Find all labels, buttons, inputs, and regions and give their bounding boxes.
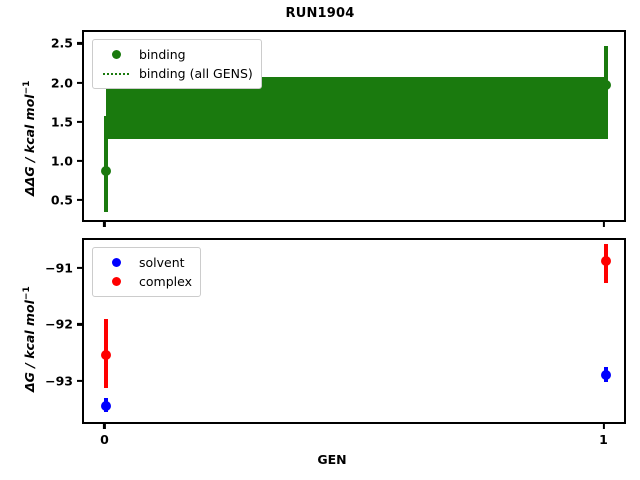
bottom-y-axis-label: ΔG / kcal mol−1 xyxy=(22,286,38,392)
top-y-tick-label: 1.5 xyxy=(50,114,73,130)
binding-error-bar xyxy=(603,46,608,140)
top-y-tick-mark xyxy=(77,81,82,84)
legend-dotted-line-icon xyxy=(103,72,129,75)
top-y-tick-label: 2.0 xyxy=(50,75,73,90)
x-axis-label: GEN xyxy=(317,452,347,467)
top-y-tick-label: 0.5 xyxy=(50,192,73,208)
legend-marker-icon xyxy=(111,258,121,267)
legend-key-line xyxy=(99,72,133,75)
legend-key-marker xyxy=(99,277,133,286)
complex-data-point xyxy=(600,256,611,267)
legend-marker-icon xyxy=(111,50,121,59)
legend-entry-label: binding (all GENS) xyxy=(139,66,253,81)
top-y-tick-mark xyxy=(77,120,82,123)
legend-entry-label: binding xyxy=(139,47,186,62)
legend-key-marker xyxy=(99,50,133,59)
top-y-tick-mark xyxy=(77,42,82,45)
top-y-tick-mark xyxy=(77,198,82,202)
binding-data-point xyxy=(600,79,611,90)
bottom-y-tick-label: −93 xyxy=(45,373,73,389)
figure-title: RUN1904 xyxy=(285,6,355,21)
top-y-tick-label: 1.0 xyxy=(50,153,73,169)
binding-error-bar xyxy=(104,115,109,213)
solvent-data-point xyxy=(600,369,611,380)
x-tick-label: 1 xyxy=(599,432,608,447)
solvent-data-point xyxy=(101,400,112,411)
legend-entry-label: solvent xyxy=(139,255,185,270)
legend-key-marker xyxy=(99,258,133,267)
top-y-tick-label: 2.5 xyxy=(50,35,73,51)
complex-data-point xyxy=(101,349,112,360)
bottom-legend-entry[interactable]: complex xyxy=(99,272,192,291)
bottom-y-tick-mark xyxy=(77,379,82,383)
top-legend-entry[interactable]: binding xyxy=(99,45,253,64)
top-y-axis-label: ΔΔG / kcal mol−1 xyxy=(22,80,38,196)
x-tick-mark-top xyxy=(103,222,106,227)
legend-marker-icon xyxy=(111,277,121,286)
bottom-y-tick-mark xyxy=(77,266,82,270)
bottom-plot-legend: solvent complex xyxy=(92,247,201,297)
top-plot-legend: binding binding (all GENS) xyxy=(92,39,262,89)
bottom-y-tick-mark xyxy=(77,323,82,326)
bottom-y-tick-label: −91 xyxy=(45,260,73,276)
bottom-y-tick-label: −92 xyxy=(45,316,73,332)
x-tick-mark-bottom xyxy=(103,424,106,429)
legend-entry-label: complex xyxy=(139,274,192,289)
top-y-tick-mark xyxy=(77,159,82,162)
x-tick-mark-top xyxy=(602,222,605,227)
x-tick-mark-bottom xyxy=(602,424,605,429)
x-tick-label: 0 xyxy=(100,432,109,447)
bottom-legend-entry[interactable]: solvent xyxy=(99,253,192,272)
top-legend-entry[interactable]: binding (all GENS) xyxy=(99,64,253,83)
binding-data-point xyxy=(101,165,112,176)
